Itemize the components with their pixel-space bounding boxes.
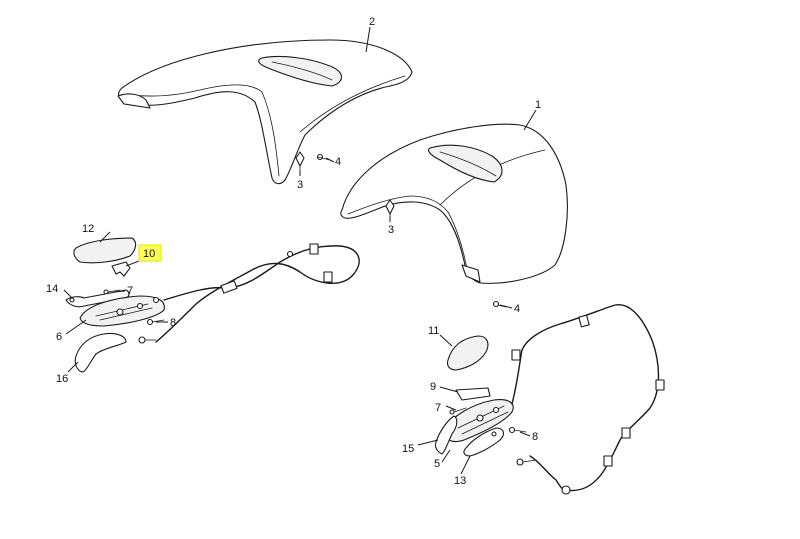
callout-4b: 4 (514, 303, 520, 315)
callout-5: 5 (434, 458, 440, 470)
callout-7a: 7 (127, 285, 133, 297)
handle-15 (434, 415, 458, 455)
latch-assembly-right (443, 399, 514, 443)
callout-16: 16 (56, 373, 68, 385)
cable-left (155, 243, 360, 343)
release-pad-right (446, 335, 489, 371)
tonneau-cover-right (340, 123, 568, 284)
link-rod-13 (463, 427, 505, 457)
callout-14: 14 (46, 283, 58, 295)
bolt-8a (146, 318, 165, 326)
callout-15: 15 (402, 443, 414, 455)
tonneau-cover-left (117, 39, 413, 185)
handle-16 (74, 332, 127, 373)
callout-10: 10 (143, 248, 155, 260)
bolt-7b (449, 407, 467, 415)
callout-4a: 4 (335, 156, 341, 168)
bolt-7a (103, 289, 121, 295)
cable-right (511, 304, 665, 495)
callout-13: 13 (454, 475, 466, 487)
callout-10-highlight (138, 244, 162, 262)
bracket-9 (455, 387, 491, 401)
callout-12: 12 (82, 223, 94, 235)
callout-7b: 7 (435, 402, 441, 414)
fastener-3a (295, 151, 305, 173)
callout-9: 9 (430, 381, 436, 393)
callout-labels: 2 1 3 4 3 4 12 10 14 7 8 6 16 11 9 7 15 … (46, 16, 541, 487)
latch-assembly-left (79, 295, 165, 327)
clip-right (516, 458, 537, 466)
callout-8b: 8 (532, 431, 538, 443)
callout-8a: 8 (170, 317, 176, 329)
clip-left (138, 336, 157, 344)
bracket-10 (111, 261, 131, 277)
callout-3b: 3 (388, 224, 394, 236)
callout-1: 1 (535, 99, 541, 111)
callout-11: 11 (428, 325, 439, 337)
release-pad-left (73, 237, 137, 264)
callout-2: 2 (369, 16, 375, 28)
callout-6: 6 (56, 331, 62, 343)
bolt-8b (508, 426, 527, 434)
callout-3a: 3 (297, 179, 303, 191)
link-rod-14 (65, 289, 130, 308)
leader-lines (63, 26, 537, 475)
